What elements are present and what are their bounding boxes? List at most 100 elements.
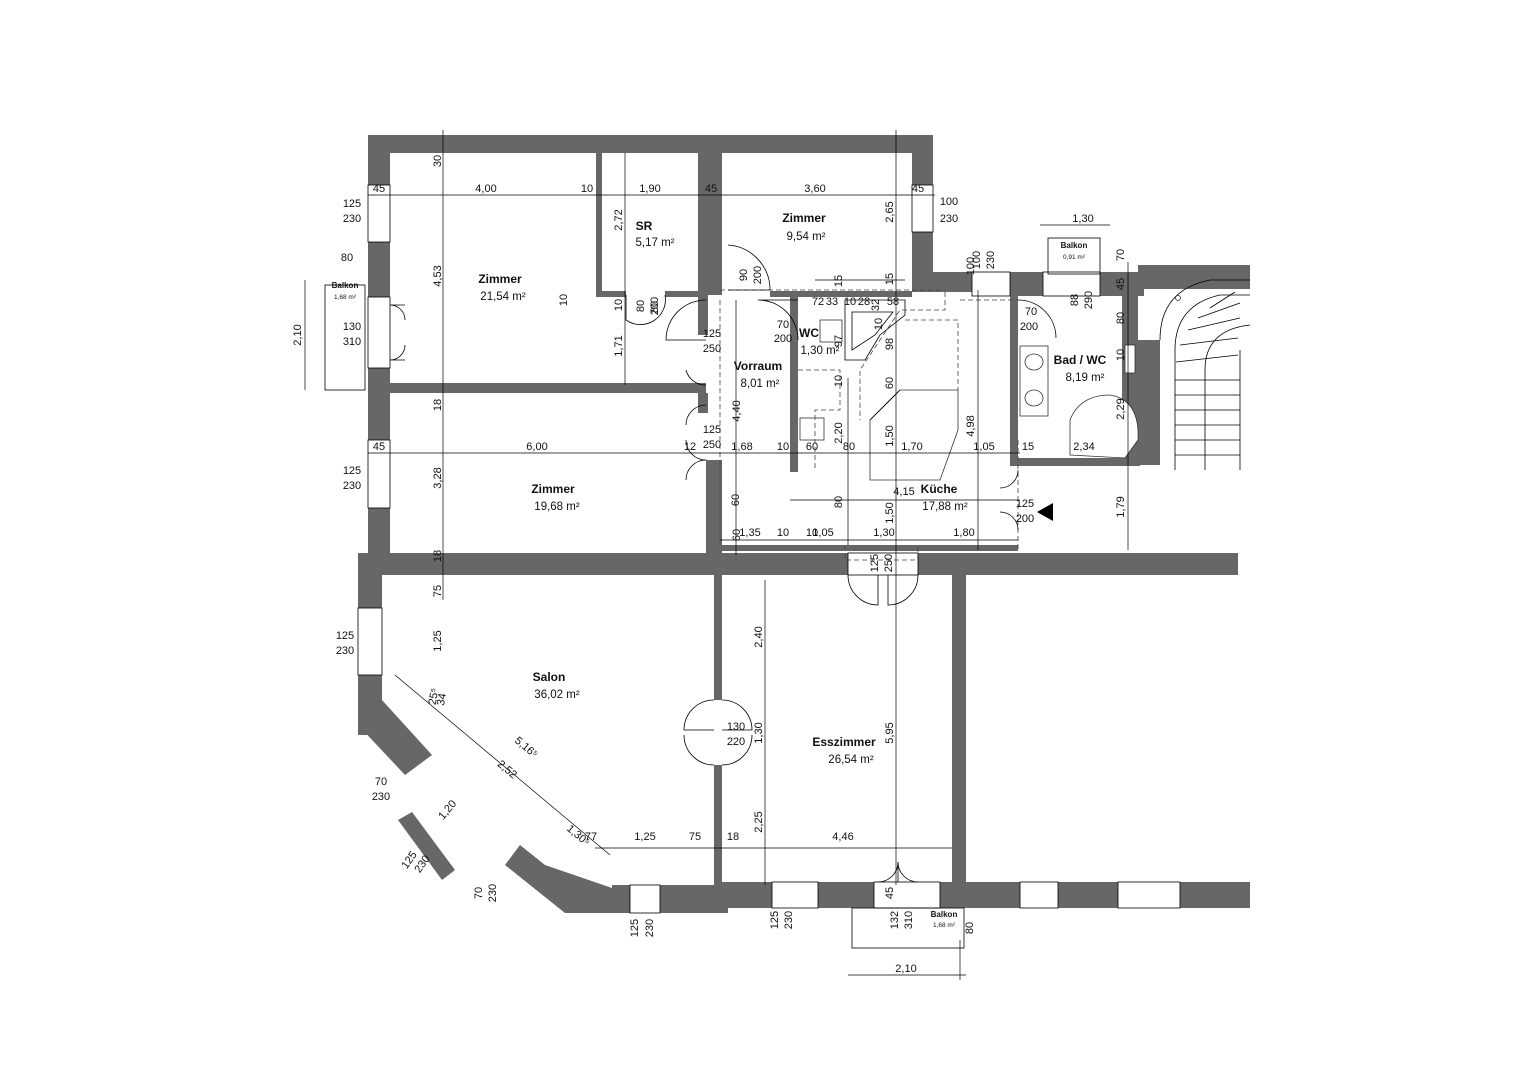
opening-h: 200 xyxy=(1016,513,1034,525)
wall-zimmer-n-south xyxy=(770,291,912,297)
opening-w: 125 xyxy=(343,465,361,477)
opening-w: 80 xyxy=(635,300,647,312)
wall-south xyxy=(818,882,874,908)
wall-vorraum xyxy=(698,393,708,413)
dim-text: 1,25 xyxy=(634,831,655,843)
dim-text: 5,16⁵ xyxy=(512,735,540,761)
wall-west xyxy=(368,508,390,565)
room-name-wc: WC xyxy=(799,326,819,340)
wall-salon-north xyxy=(358,553,848,575)
opening-h: 230 xyxy=(343,480,361,492)
room-area-vorraum: 8,01 m² xyxy=(741,378,780,390)
wc-wall-outline xyxy=(844,299,906,361)
dim-text: 2,72 xyxy=(613,209,625,230)
dim-text: 80 xyxy=(964,922,976,934)
door-swing-icon xyxy=(897,861,919,883)
window-icon xyxy=(771,881,819,909)
dim-text: 45 xyxy=(912,183,924,195)
opening-h: 200 xyxy=(649,297,661,315)
dim-text: 100 xyxy=(965,257,977,275)
opening-w: 100 xyxy=(940,196,958,208)
dim-text: 1,20 xyxy=(436,798,459,822)
walls xyxy=(358,135,1250,913)
door-swing-icon xyxy=(625,294,666,325)
opening-h: 200 xyxy=(1020,321,1038,333)
dim-text: 5,95 xyxy=(884,722,896,743)
dim-text: 10 xyxy=(613,299,625,311)
opening-w: 125 xyxy=(703,328,721,340)
dim-text: 45 xyxy=(1115,278,1127,290)
dim-text: 1,30 xyxy=(753,722,765,743)
door-swing-icon xyxy=(389,344,406,361)
room-area-sr: 5,17 m² xyxy=(636,237,675,249)
wall-south xyxy=(1058,882,1118,908)
dim-text: 98 xyxy=(884,338,896,350)
door-icon xyxy=(873,881,941,909)
dim-text: 2,10 xyxy=(292,324,304,345)
door-swing-icon xyxy=(727,244,771,291)
opening-w: 70 xyxy=(1025,306,1037,318)
opening-w: 100 xyxy=(971,251,983,269)
room-area-bad-wc: 8,19 m² xyxy=(1066,372,1105,384)
wall-vorraum xyxy=(706,460,722,560)
wall-bath-south xyxy=(1010,458,1140,466)
balkon-w-name: Balkon xyxy=(332,281,359,290)
dim-text: 1,35 xyxy=(739,527,760,539)
entrance-arrow-icon xyxy=(1037,503,1053,521)
wall-zimmer-partition xyxy=(390,383,706,393)
wall-salon-bay xyxy=(398,812,455,880)
room-name-zimmer-n: Zimmer xyxy=(782,211,826,225)
wall-sr xyxy=(596,153,602,296)
dim-text: 97 xyxy=(833,335,845,347)
wall-ne xyxy=(1010,272,1043,296)
balkon-ne-name: Balkon xyxy=(1061,241,1088,250)
opening-h: 310 xyxy=(343,336,361,348)
dim-text: 6,00 xyxy=(526,441,547,453)
wall-salon-bay xyxy=(358,675,432,775)
opening-h: 310 xyxy=(903,911,915,929)
dim-text: 3,28 xyxy=(432,467,444,488)
window-icon xyxy=(1117,881,1181,909)
dim-text: 3,60 xyxy=(804,183,825,195)
wall-ne xyxy=(912,272,972,292)
opening-w: 70 xyxy=(777,319,789,331)
dim-text: 33 xyxy=(826,296,838,308)
room-area-kueche: 17,88 m² xyxy=(922,501,968,513)
opening-h: 230 xyxy=(940,213,958,225)
dim-text: 10 xyxy=(873,318,885,330)
door-swing-icon xyxy=(665,299,707,341)
wall-south xyxy=(940,882,1020,908)
opening-w: 125 xyxy=(343,198,361,210)
wall-ess-east xyxy=(952,575,966,885)
room-name-zimmer-nw: Zimmer xyxy=(478,272,522,286)
wc-toilet-icon xyxy=(819,319,843,343)
balkon-s-area: 1,68 m² xyxy=(933,922,956,929)
door-swing-icon xyxy=(389,304,406,321)
wall-salon-ess xyxy=(714,575,722,700)
opening-h: 200 xyxy=(774,333,792,345)
dim-text: 70 xyxy=(1115,249,1127,261)
dim-text: 10 xyxy=(581,183,593,195)
dim-text: 28 xyxy=(858,296,870,308)
dim-text: 15 xyxy=(833,275,845,287)
opening-h: 230 xyxy=(343,213,361,225)
balkon-ne-outline xyxy=(1047,237,1101,275)
dim-text: 1,50 xyxy=(884,502,896,523)
wall-segment xyxy=(912,135,933,185)
dim-text: 12 xyxy=(684,441,696,453)
window-icon xyxy=(911,184,934,233)
sink-icon xyxy=(1024,353,1044,371)
dim-text: 30 xyxy=(432,155,444,167)
bathtub-icon xyxy=(1069,394,1139,459)
room-area-zimmer-n: 9,54 m² xyxy=(787,231,826,243)
wall-salon-west xyxy=(358,553,382,608)
room-area-zimmer-w: 19,68 m² xyxy=(534,501,580,513)
dim-text: 80 xyxy=(833,496,845,508)
window-icon xyxy=(971,271,1011,297)
dim-text: 1,30⁵ xyxy=(564,823,592,849)
opening-w: 125 xyxy=(703,424,721,436)
wall-south xyxy=(722,882,772,908)
room-name-kueche: Küche xyxy=(921,482,958,496)
room-name-salon: Salon xyxy=(533,670,566,684)
